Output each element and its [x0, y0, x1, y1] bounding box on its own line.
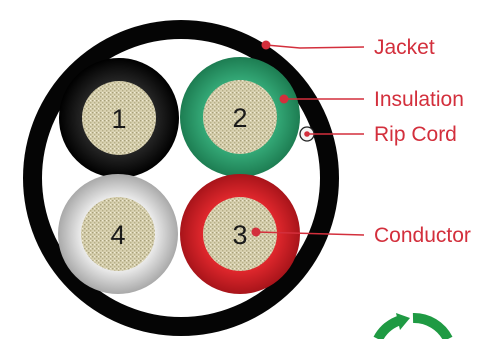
insulation-label: Insulation [374, 88, 464, 111]
rip-cord-callout-dot [304, 131, 310, 137]
conductor-1: 1 [59, 58, 179, 178]
conductor-number-4: 4 [110, 220, 125, 250]
conductor-core-1 [82, 81, 156, 155]
conductor-leader-line [255, 231, 365, 236]
partial-logo-icon [373, 313, 453, 339]
jacket-leader-line [265, 44, 365, 49]
callout-dots [251, 40, 310, 237]
conductor-callout-dot [251, 227, 261, 237]
conductor-core-4 [81, 197, 155, 271]
conductor-core-2 [203, 80, 277, 154]
conductor-label: Conductor [374, 224, 471, 247]
conductor-4: 4 [58, 174, 178, 294]
conductor-core-3 [203, 197, 277, 271]
conductor-3: 3 [180, 174, 300, 294]
conductor-number-3: 3 [232, 220, 247, 250]
jacket-label: Jacket [374, 36, 435, 59]
conductor-2: 2 [180, 57, 300, 177]
insulation-callout-dot [279, 94, 289, 104]
conductor-number-1: 1 [111, 104, 126, 134]
callout-lines [255, 44, 365, 236]
jacket-callout-dot [261, 40, 271, 50]
rip-cord-label: Rip Cord [374, 123, 457, 146]
conductor-number-2: 2 [232, 103, 247, 133]
